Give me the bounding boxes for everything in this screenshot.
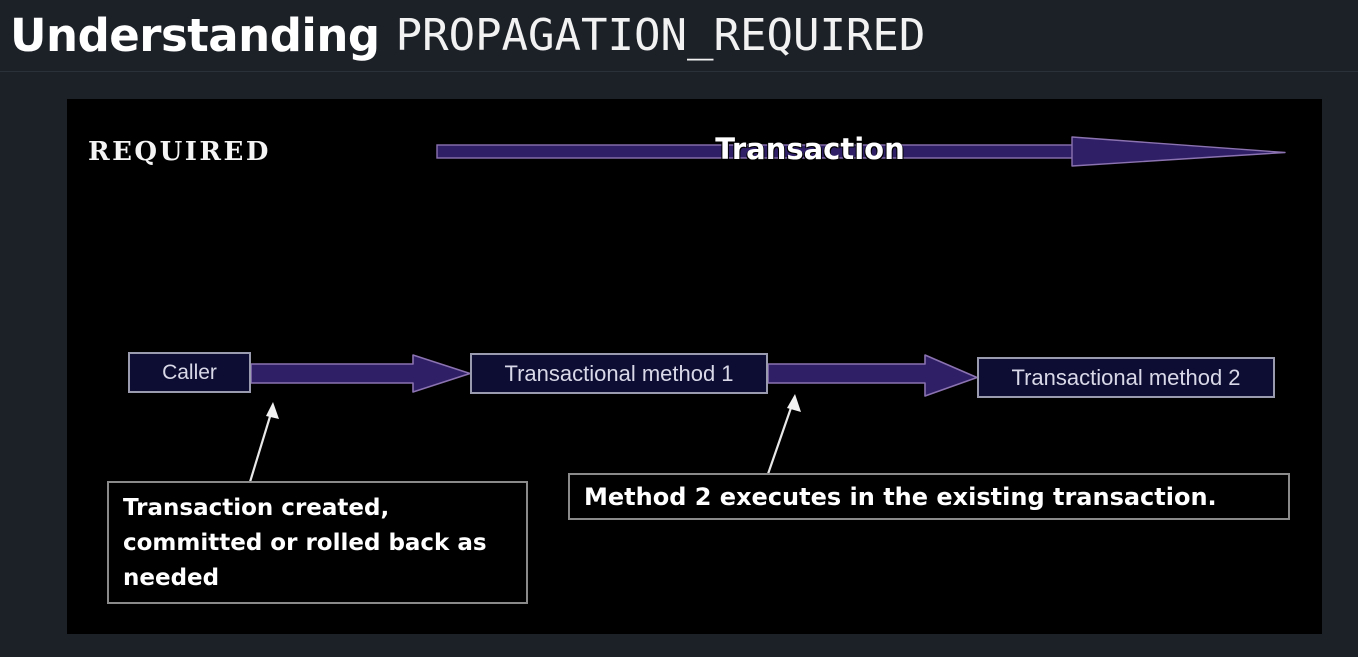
diagram-box-transactional-method-2-label: Transactional method 2 — [1011, 364, 1241, 390]
diagram-box-transactional-method-2[interactable]: Transactional method 2 — [977, 357, 1275, 398]
arrow-caller-to-method1 — [250, 354, 471, 393]
callout-method2-existing-transaction: Method 2 executes in the existing transa… — [568, 473, 1290, 520]
callout-method2-existing-transaction-text: Method 2 executes in the existing transa… — [584, 483, 1217, 511]
callout-transaction-lifecycle-text: Transaction created, committed or rolled… — [123, 495, 487, 591]
diagram-panel: REQUIRED Transaction Cal — [67, 99, 1322, 634]
diagram-box-transactional-method-1-label: Transactional method 1 — [504, 360, 734, 386]
callout-transaction-lifecycle: Transaction created, committed or rolled… — [107, 481, 528, 604]
transaction-arrow-head — [1071, 136, 1286, 167]
diagram-box-transactional-method-1[interactable]: Transactional method 1 — [470, 353, 768, 394]
transaction-arrow-shaft — [436, 144, 1074, 159]
page-header: Understanding PROPAGATION_REQUIRED — [0, 0, 1358, 72]
diagram-box-caller-label: Caller — [162, 360, 217, 384]
page-title-strong: Understanding — [10, 9, 380, 62]
pointer-line-left — [248, 402, 279, 483]
diagram-section-label: REQUIRED — [88, 137, 271, 167]
transaction-arrow-label: Transaction — [715, 132, 905, 166]
diagram-box-caller[interactable]: Caller — [128, 352, 251, 393]
pointer-line-right — [766, 394, 801, 475]
page-title-code: PROPAGATION_REQUIRED — [395, 10, 926, 61]
arrow-method1-to-method2 — [767, 354, 978, 397]
